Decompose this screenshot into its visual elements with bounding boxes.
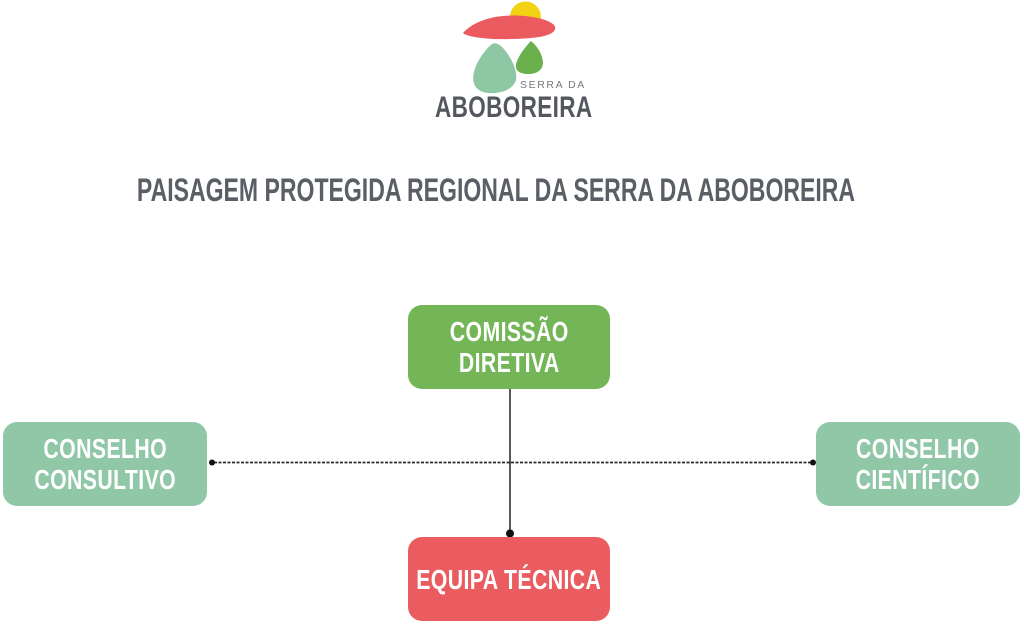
- connector-dashed-left-dot: [209, 459, 215, 466]
- page-title: PAISAGEM PROTEGIDA REGIONAL DA SERRA DA …: [136, 172, 856, 208]
- node-comissao-diretiva: COMISSÃO DIRETIVA: [408, 305, 610, 389]
- node-label-line1: CONSELHO: [856, 433, 980, 464]
- tree-small-icon: [515, 41, 543, 74]
- tree-large-icon: [473, 43, 517, 94]
- node-label-line1: COMISSÃO: [449, 316, 569, 347]
- node-conselho-cientifico: CONSELHO CIENTÍFICO: [816, 422, 1020, 506]
- logo: [463, 1, 556, 94]
- node-label-line2: CIENTÍFICO: [855, 464, 981, 495]
- node-conselho-consultivo: CONSELHO CONSULTIVO: [3, 422, 207, 506]
- node-label-line2: DIRETIVA: [458, 347, 560, 378]
- logo-name: ABOBOREIRA: [435, 91, 593, 124]
- node-label-line1: CONSELHO: [43, 433, 167, 464]
- node-label: EQUIPA TÉCNICA: [416, 564, 601, 595]
- node-label-line1: EQUIPA TÉCNICA: [416, 563, 602, 595]
- node-equipa-tecnica: EQUIPA TÉCNICA: [408, 537, 610, 621]
- hill-icon: [463, 15, 556, 40]
- node-label: CONSELHO CIENTÍFICO: [856, 433, 980, 495]
- node-label: CONSELHO CONSULTIVO: [34, 433, 176, 495]
- logo-subtitle: SERRA DA: [520, 79, 586, 91]
- node-label: COMISSÃO DIRETIVA: [450, 316, 569, 378]
- node-label-line2: CONSULTIVO: [34, 464, 176, 495]
